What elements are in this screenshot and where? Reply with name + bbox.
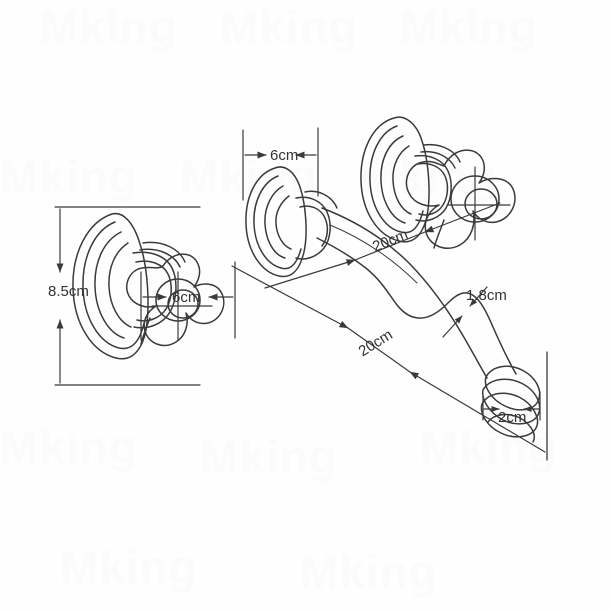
- spout-pipe: [295, 190, 517, 379]
- dimension-height-left: [54, 206, 201, 386]
- dimension-label-6cm-left: 6cm: [172, 289, 200, 306]
- spout-nozzle: [480, 365, 541, 443]
- dimension-label-6cm-top: 6cm: [270, 147, 298, 164]
- right-escutcheon: [360, 116, 461, 243]
- dimension-pipe-diameter: [442, 286, 488, 338]
- left-cross-handle: [126, 253, 225, 347]
- right-cross-handle: [405, 149, 516, 249]
- dimension-projection-left: [140, 261, 236, 341]
- dimension-label-20cm-lower: 20cm: [356, 326, 396, 360]
- spout-escutcheon: [245, 166, 307, 278]
- dimension-spread-lower: [231, 265, 546, 453]
- dimension-label-2cm: 2cm: [498, 409, 526, 426]
- dimension-label-1-8cm: 1.8cm: [466, 287, 507, 304]
- left-escutcheon: [72, 212, 186, 360]
- dimension-label-8-5cm: 8.5cm: [48, 283, 89, 300]
- dimension-nozzle-diameter: [482, 391, 541, 421]
- dimension-projection-top: [242, 127, 319, 201]
- dimension-labels: 8.5cm 6cm 6cm 20cm 20cm 1.8cm 2cm: [48, 147, 526, 426]
- dimension-label-20cm-upper: 20cm: [370, 226, 410, 256]
- dimension-spread-upper: [264, 202, 501, 289]
